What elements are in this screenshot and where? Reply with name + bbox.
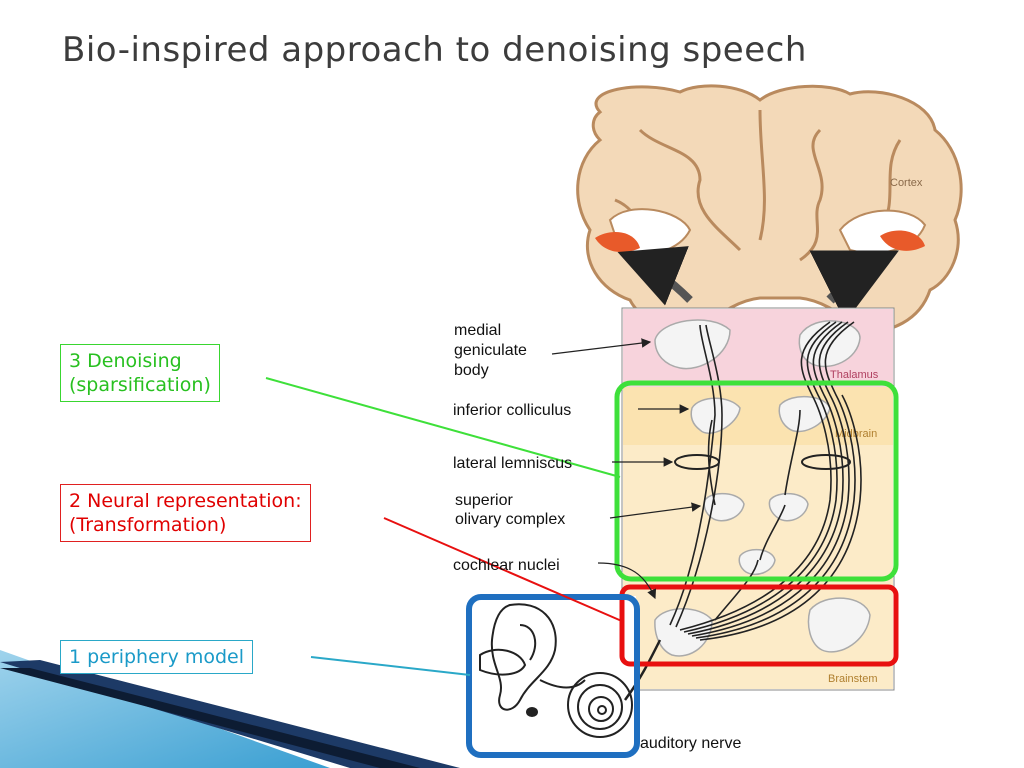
callout-denoising: 3 Denoising (sparsification) [60,344,220,402]
label-lateral-lemniscus: lateral lemniscus [453,455,572,472]
periphery-highlight-box [466,594,640,758]
slide-title: Bio-inspired approach to denoising speec… [62,30,807,70]
label-pointers [551,338,702,600]
callout-denoising-text: 3 Denoising (sparsification) [69,350,211,396]
structure-labels: medial geniculate body inferior collicul… [453,322,741,752]
callout-neural-representation: 2 Neural representation: (Transformation… [60,484,311,542]
mgb-left [654,319,731,370]
denoising-highlight-box [614,380,899,582]
label-cochlear-nuclei: cochlear nuclei [453,557,560,574]
corner-decoration [0,650,460,768]
connector-denoising [265,377,621,478]
callout-periphery-text: 1 periphery model [69,646,245,668]
label-cortex: Cortex [890,177,923,189]
label-thalamus: Thalamus [830,369,879,381]
label-inferior-colliculus: inferior colliculus [453,402,571,419]
neural-highlight-box [619,584,899,667]
label-soc-line2: olivary complex [455,511,565,528]
label-mgb-line3: body [454,362,489,379]
brain-cortex: Cortex [576,84,963,333]
label-auditory-nerve: auditory nerve [640,735,741,752]
label-soc-line1: superior [455,492,513,509]
label-brainstem: Brainstem [828,673,878,685]
soc-right [768,492,809,522]
cochlear-nucleus-right [807,597,871,653]
lemniscus-rings [674,454,851,470]
ear-cochlea [470,596,662,751]
label-mgb-line2: geniculate [454,342,527,359]
callout-periphery-model: 1 periphery model [60,640,254,674]
label-mgb-line1: medial [454,322,501,339]
connector-neural [383,517,625,623]
callout-neural-text: 2 Neural representation: (Transformation… [69,490,302,536]
connector-periphery [310,656,471,676]
